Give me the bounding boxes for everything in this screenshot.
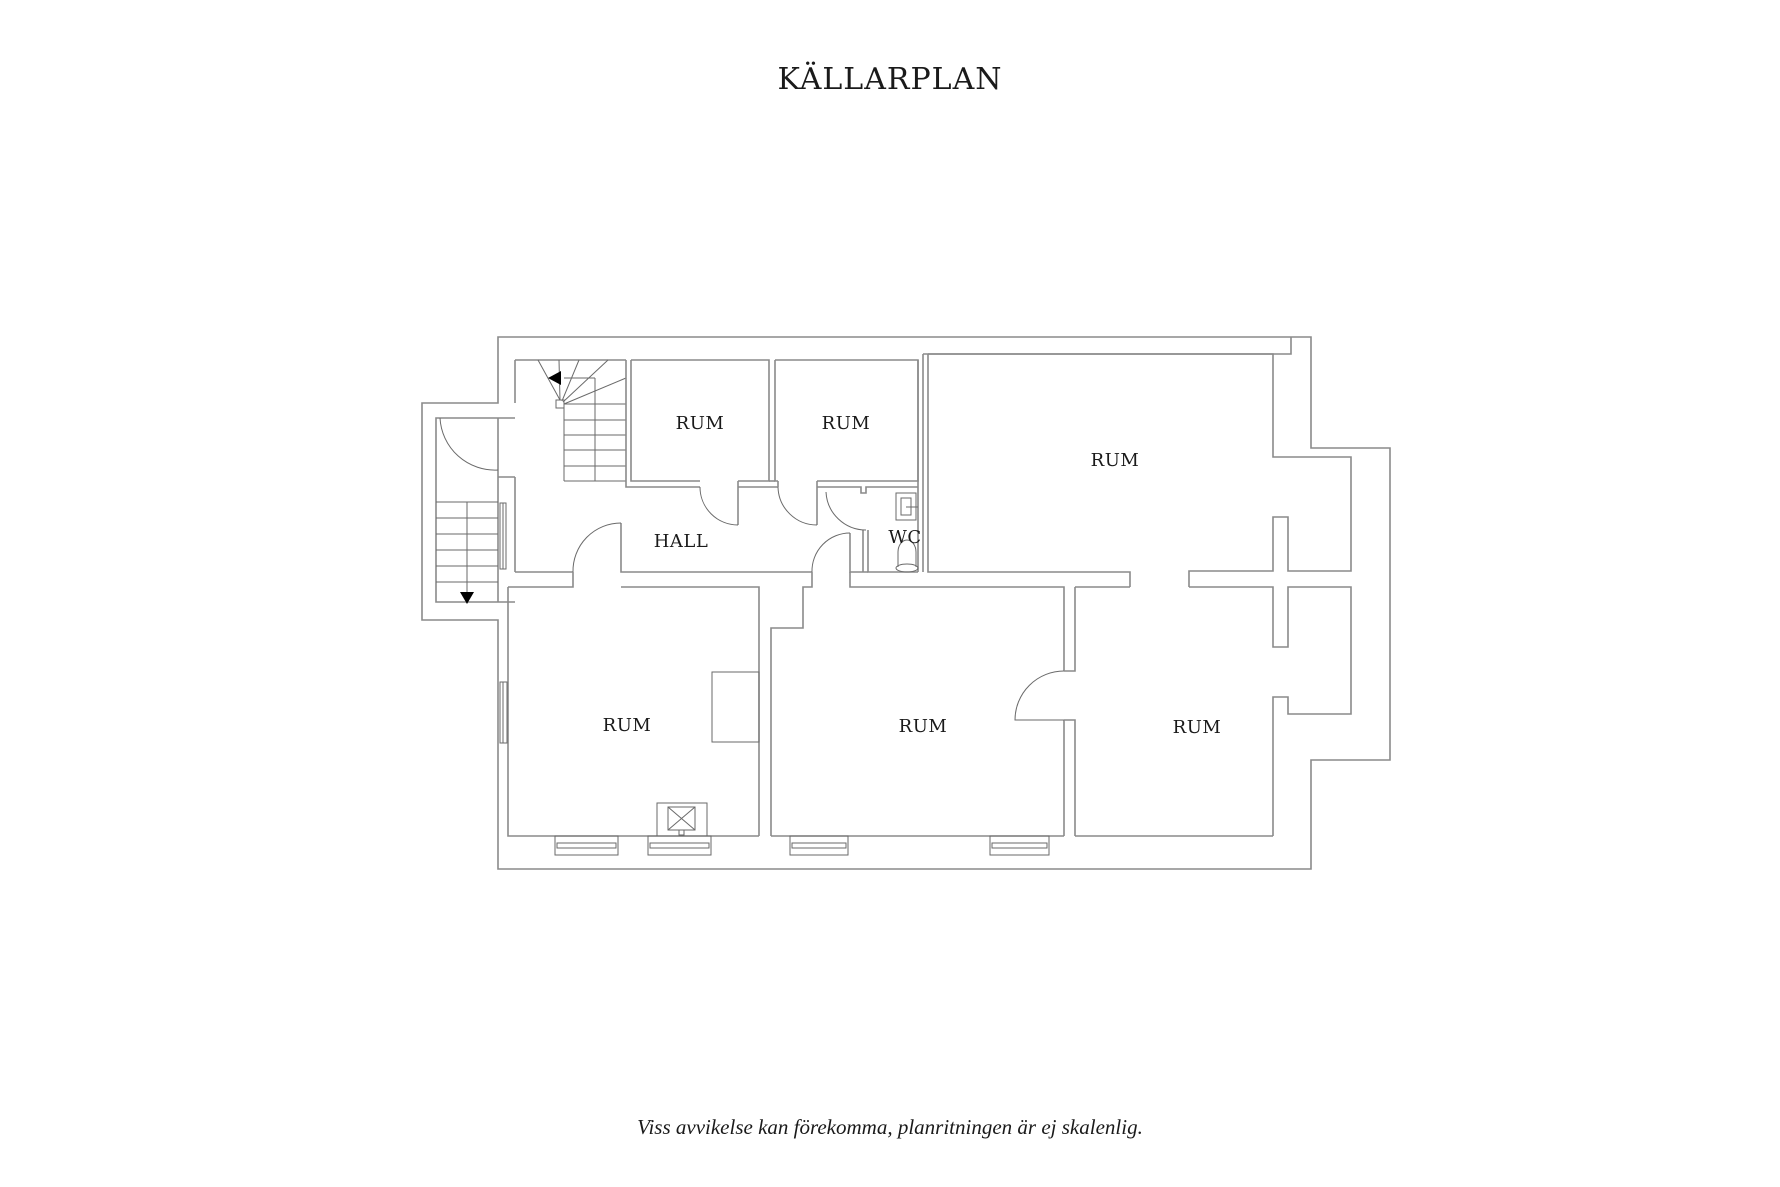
entrance-stair-area xyxy=(435,359,626,604)
disclaimer-text: Viss avvikelse kan förekomma, planritnin… xyxy=(637,1115,1143,1139)
room-label-rum-top-1: RUM xyxy=(676,413,725,434)
stair-up-arrow-icon xyxy=(548,371,561,385)
hall-walls xyxy=(508,522,1130,836)
room-label-rum-bottom-middle: RUM xyxy=(899,716,948,737)
room-label-rum-large: RUM xyxy=(1091,450,1140,471)
door-swing-hall-room-middle xyxy=(811,532,851,573)
door-swing-room-middle-right xyxy=(1014,670,1065,721)
exterior-walls xyxy=(421,336,1391,870)
room-label-rum-bottom-left: RUM xyxy=(603,715,652,736)
room-label-rum-bottom-right: RUM xyxy=(1173,717,1222,738)
door-swing-rum-1 xyxy=(699,486,739,526)
window-entrance xyxy=(499,502,507,570)
toilet-icon xyxy=(897,539,917,567)
door-swing-wc xyxy=(825,491,867,531)
room-label-wc: WC xyxy=(888,527,921,548)
winding-stairs xyxy=(537,359,627,482)
entrance-stairs xyxy=(436,501,498,604)
top-rooms-walls xyxy=(625,359,919,526)
chimney xyxy=(711,671,760,743)
stair-down-arrow-icon xyxy=(460,592,474,604)
entrance-door-swing xyxy=(439,417,499,471)
door-swing-rum-2 xyxy=(777,486,818,526)
bottom-rooms-walls xyxy=(499,587,1273,856)
door-swing-hall-room-left xyxy=(572,522,622,573)
ceiling-fixture-icon xyxy=(656,802,708,837)
window-left-wall xyxy=(499,681,508,744)
page-title: KÄLLARPLAN xyxy=(777,62,1003,97)
large-room-walls xyxy=(922,337,1352,836)
room-label-rum-top-2: RUM xyxy=(822,413,871,434)
windows-bottom xyxy=(554,835,1050,856)
room-label-hall: HALL xyxy=(654,531,709,552)
wc-walls xyxy=(825,360,919,573)
